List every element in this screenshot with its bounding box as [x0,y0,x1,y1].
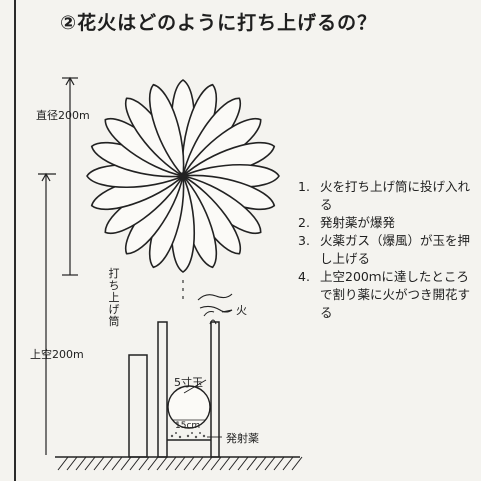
ground-hatch [111,456,123,471]
ground-hatch [84,456,96,471]
firework-burst [86,79,280,273]
leader-lines [183,309,233,438]
list-item: 3.火薬ガス（爆風）が玉を押し上げる [298,233,471,266]
shell [167,385,211,429]
ground-hatch [147,456,159,471]
ground-hatch [138,456,150,471]
ground-hatch [282,456,294,471]
propellant [170,432,206,439]
burst-petal [148,83,185,178]
shell-size-label: 15cm [175,421,201,431]
ground-hatch [66,456,78,471]
ground-hatch [246,456,258,471]
page-border [14,0,16,481]
ground-hatch [75,456,87,471]
list-item: 2.発射薬が爆発 [298,215,396,230]
ground-hatch [174,456,186,471]
ground-hatch [120,456,132,471]
height-dimension [38,172,56,455]
list-item: 1.火を打ち上げ筒に投げ入れる [298,179,471,212]
hand-with-fire [197,293,233,325]
ground-hatch [210,456,222,471]
ground-hatch [228,456,240,471]
tube-label: 打ち上げ筒 [108,267,120,328]
ground-hatch [255,456,267,471]
diameter-label: 直径200m [36,109,90,122]
list-item: 4.上空200ｍに達したところで割り薬に火がつき開花する [298,269,471,320]
fire-label: 火 [236,304,247,317]
ground-hatch [102,456,114,471]
burst-center [179,172,187,180]
ground-hatch [201,456,213,471]
page-title: ②花火はどのように打ち上げるの？ [60,12,378,34]
ground-hatch [291,456,303,471]
ground-hatch [192,456,204,471]
ground-hatch [165,456,177,471]
height-label: 上空200m [30,348,84,361]
ground-hatch [156,456,168,471]
propellant-label: 発射薬 [226,432,259,445]
ground-hatch [183,456,195,471]
ground-hatch [129,456,141,471]
ground-hatch [57,456,69,471]
shell-label: 5寸玉 [174,376,203,389]
ground-hatch [273,456,285,471]
ground-hatch [93,456,105,471]
diameter-dimension [62,76,78,276]
ground-hatch [219,456,231,471]
ground [55,456,303,471]
launch-steps: 1.火を打ち上げ筒に投げ入れる 2.発射薬が爆発 3.火薬ガス（爆風）が玉を押し… [298,178,481,322]
ground-hatch [237,456,249,471]
ground-hatch [264,456,276,471]
